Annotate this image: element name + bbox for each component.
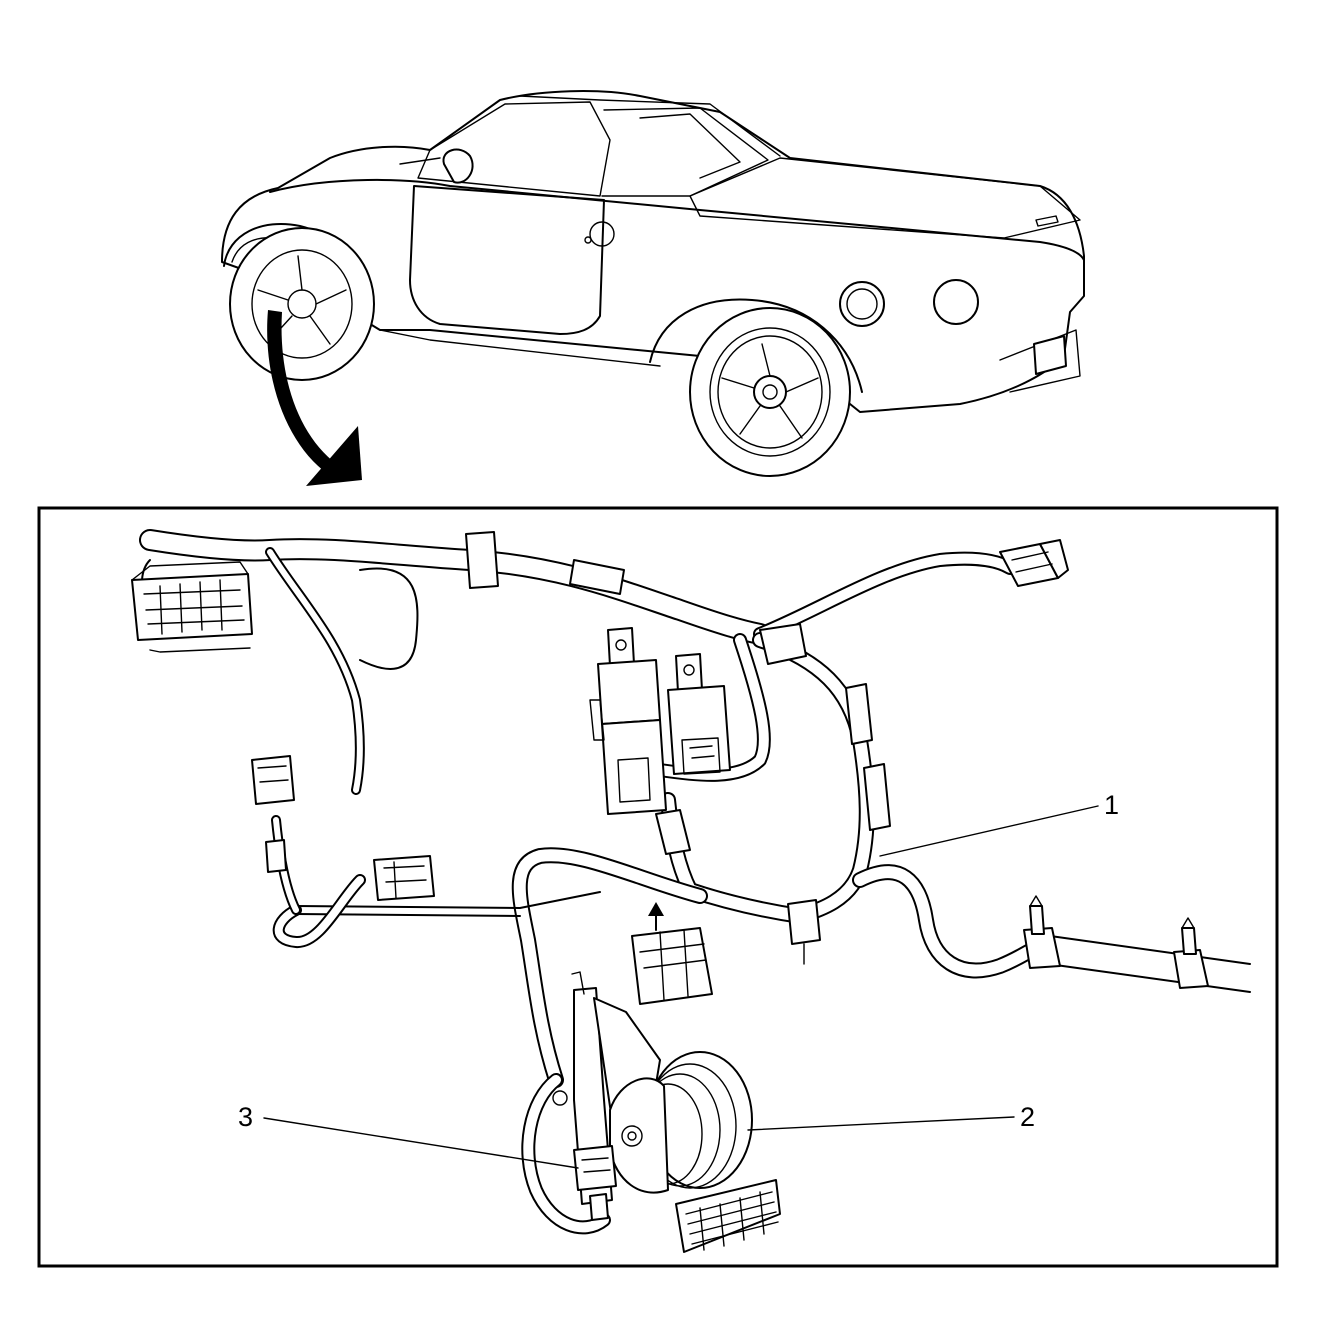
support-rail xyxy=(1023,895,1251,993)
vehicle-illustration xyxy=(221,90,1085,477)
callout-1-label: 1 xyxy=(1104,790,1119,820)
relays xyxy=(589,627,731,815)
callout-2-label: 2 xyxy=(1020,1102,1035,1132)
horn-assembly xyxy=(552,971,781,1253)
wiring-harness xyxy=(139,529,1048,1235)
detail-frame xyxy=(37,506,1279,1268)
horn-connector xyxy=(573,1145,617,1221)
callout-3-label: 3 xyxy=(238,1102,253,1132)
front-wheel xyxy=(229,227,375,381)
harness-connectors xyxy=(131,539,1069,1005)
leader-lines xyxy=(263,805,1099,1169)
leader-line-3 xyxy=(263,1117,579,1169)
leader-line-2 xyxy=(747,1116,1015,1131)
rear-wheel xyxy=(689,307,851,477)
leader-line-1 xyxy=(879,805,1099,857)
zoom-arrow xyxy=(267,310,362,486)
